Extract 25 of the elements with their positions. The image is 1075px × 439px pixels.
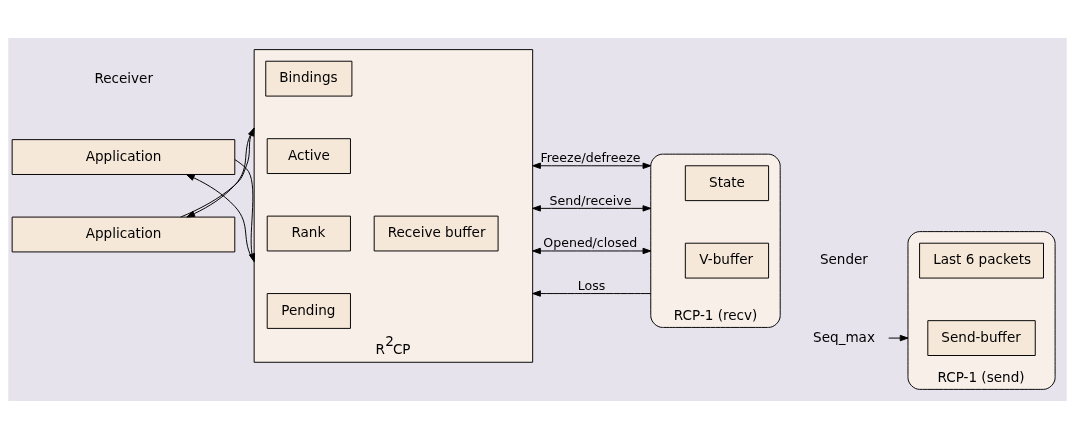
node-box: Application bbox=[11, 216, 236, 253]
edge-label: Freeze/defreeze bbox=[540, 150, 641, 166]
node-text: Seq_max bbox=[813, 328, 875, 345]
label: Sender bbox=[819, 251, 868, 268]
node-box: Receive buffer bbox=[373, 215, 499, 252]
edge-label: Opened/closed bbox=[543, 235, 638, 251]
edge-label: Send/receive bbox=[549, 192, 632, 208]
arrow bbox=[532, 247, 652, 255]
node-box: Active bbox=[266, 138, 351, 174]
arrow bbox=[185, 174, 255, 263]
arrow bbox=[532, 162, 652, 169]
node-box: State bbox=[684, 165, 770, 202]
node-box: Bindings bbox=[265, 60, 353, 97]
arrow bbox=[532, 205, 652, 212]
node-box: Last 6 packets bbox=[919, 242, 1044, 279]
node-box: Application bbox=[11, 139, 236, 175]
arrow bbox=[234, 159, 256, 263]
node-box: V-buffer bbox=[684, 242, 770, 279]
label: Receiver bbox=[94, 70, 154, 87]
edge-label: Loss bbox=[577, 278, 606, 294]
node-box: Send-buffer bbox=[927, 320, 1036, 356]
arrow bbox=[888, 334, 909, 342]
node-box: Rank bbox=[266, 215, 351, 252]
node-box: Pending bbox=[266, 293, 351, 329]
arrow bbox=[532, 290, 652, 297]
